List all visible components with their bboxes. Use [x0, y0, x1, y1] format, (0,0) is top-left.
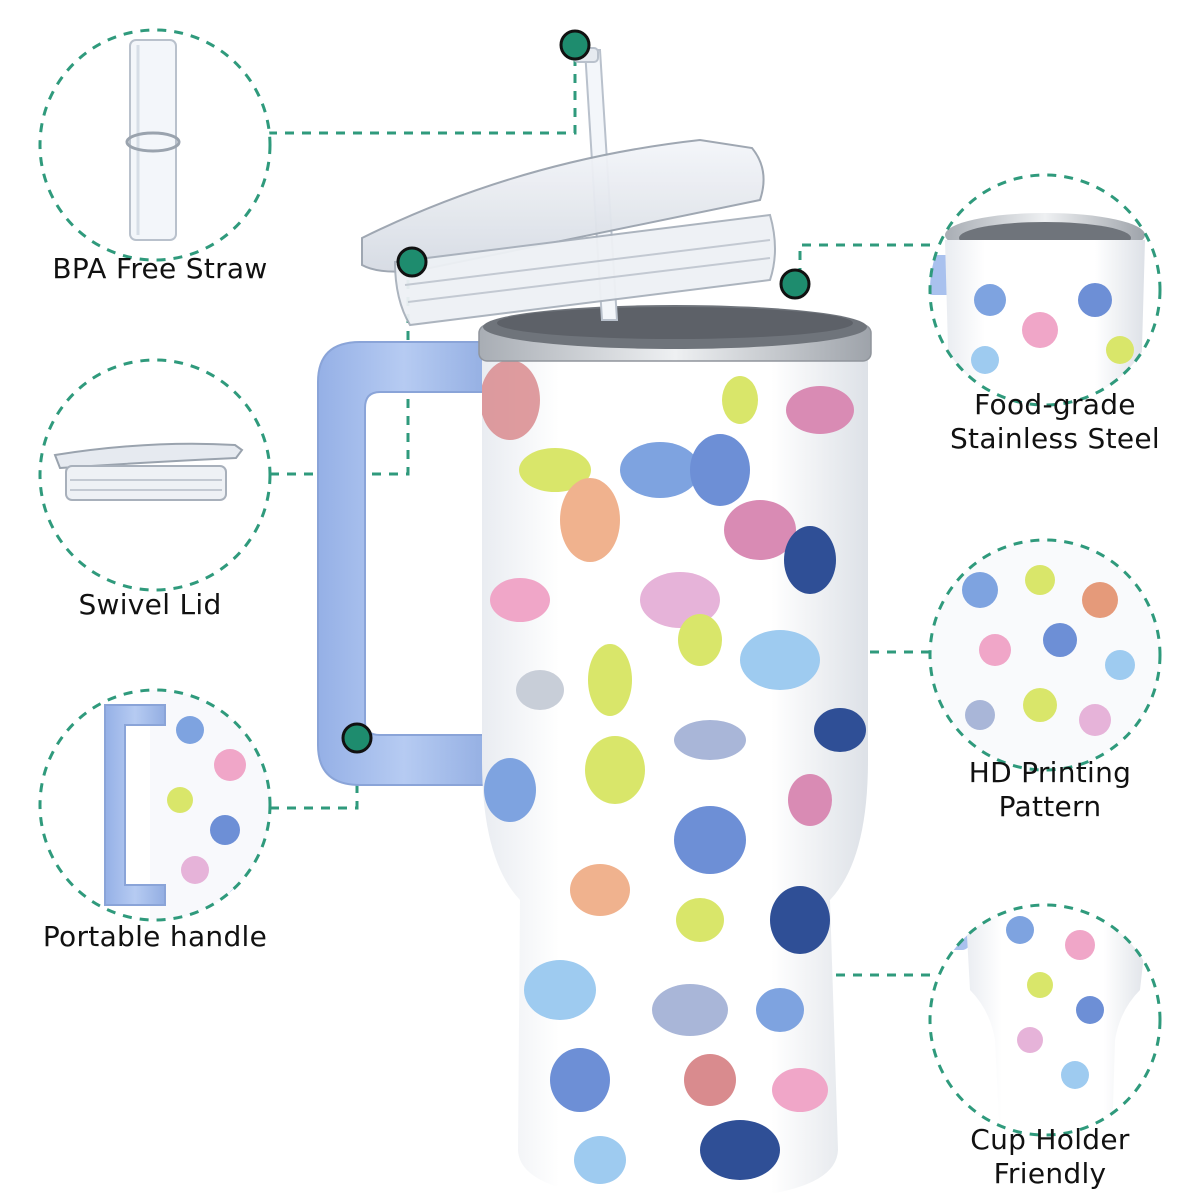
lid-label-text: Swivel Lid — [78, 588, 222, 621]
handle-detail-circle — [38, 688, 272, 922]
holder-label-line2: Friendly — [993, 1157, 1107, 1190]
connector-lines — [268, 45, 930, 977]
handle-label-text: Portable handle — [42, 920, 268, 953]
print-detail-circle — [928, 538, 1162, 772]
straw-label: BPA Free Straw — [20, 252, 300, 286]
holder-detail-circle — [928, 903, 1162, 1137]
straw-detail-circle — [38, 28, 272, 262]
holder-label: Cup Holder Friendly — [915, 1123, 1185, 1191]
steel-label-line1: Food-grade — [974, 388, 1136, 421]
holder-label-line1: Cup Holder — [970, 1123, 1130, 1156]
lid-label: Swivel Lid — [20, 588, 280, 622]
butterfly-pattern — [482, 360, 866, 1184]
lid-detail-circle — [38, 358, 272, 592]
tumbler-handle — [317, 341, 491, 786]
tumbler-body — [478, 305, 872, 1200]
print-label-line1: HD Printing — [968, 756, 1132, 789]
swivel-lid — [361, 138, 776, 327]
steel-detail-circle — [928, 173, 1162, 407]
steel-label: Food-grade Stainless Steel — [915, 388, 1195, 456]
print-label: HD Printing Pattern — [915, 756, 1185, 824]
marker-dots — [341, 29, 811, 754]
straw-label-text: BPA Free Straw — [52, 252, 268, 285]
steel-label-line2: Stainless Steel — [949, 422, 1160, 455]
print-label-line2: Pattern — [998, 790, 1102, 823]
handle-label: Portable handle — [10, 920, 300, 954]
